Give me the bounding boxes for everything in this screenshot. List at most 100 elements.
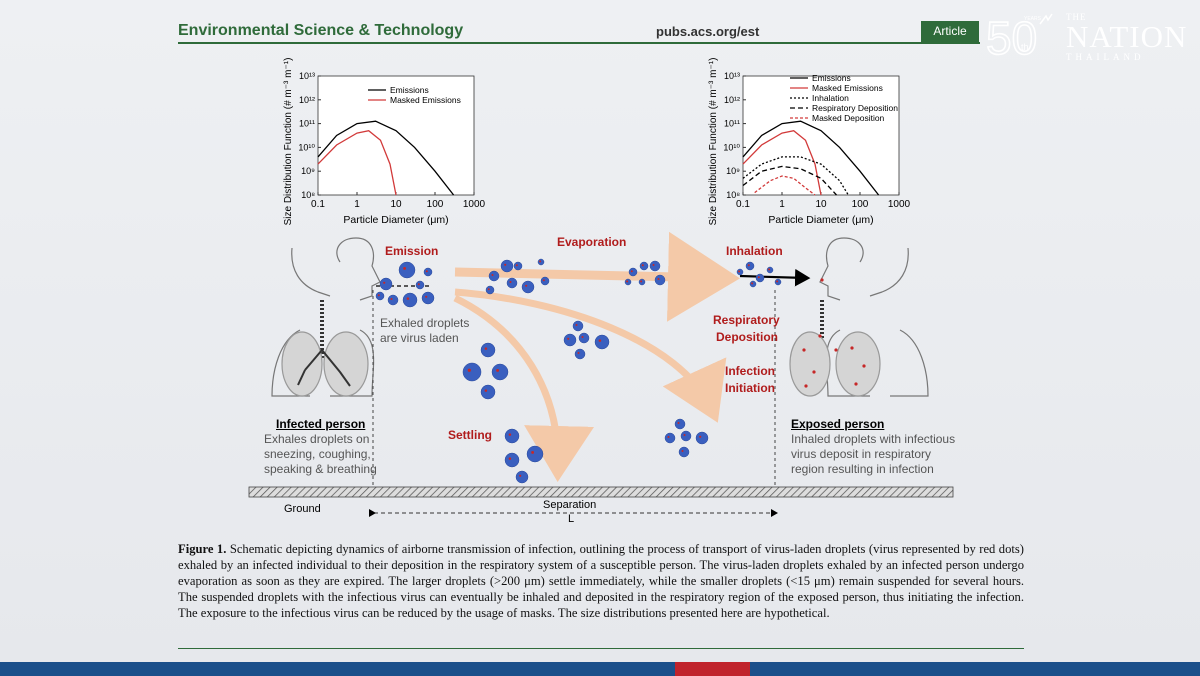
droplet-clusters: [375, 258, 782, 484]
virus-dot: [403, 266, 407, 270]
fifty-years-logo: 50 th YEARS: [985, 11, 1053, 60]
droplet: [375, 291, 385, 301]
droplet: [415, 280, 425, 290]
logo-suffix: th: [1021, 42, 1029, 52]
article-badge: Article: [921, 21, 979, 42]
virus-dot: [681, 450, 684, 452]
legend-label: Emissions: [812, 73, 851, 83]
y-tick-label: 10¹³: [724, 71, 740, 81]
virus-dot: [467, 368, 471, 372]
label-settling: Settling: [448, 428, 492, 442]
virus-dot: [683, 434, 686, 436]
infected-line-2: sneezing, coughing,: [264, 447, 371, 461]
droplet: [423, 267, 433, 277]
x-tick-label: 1: [779, 199, 785, 210]
virus-dot: [626, 280, 629, 283]
droplet: [480, 342, 496, 358]
droplet: [664, 432, 676, 444]
virus-dot: [383, 281, 386, 284]
droplet: [504, 452, 520, 468]
label-exhaled-2: are virus laden: [380, 331, 459, 345]
droplet: [680, 430, 692, 442]
droplet: [491, 363, 509, 381]
label-evaporation: Evaporation: [557, 235, 627, 249]
infected-person-figure: [271, 237, 381, 397]
figure-caption: Figure 1. Schematic depicting dynamics o…: [178, 541, 1024, 621]
virus-dot: [417, 283, 420, 286]
virus-dot: [768, 268, 771, 271]
legend-label: Inhalation: [812, 93, 849, 103]
label-infection-2: Initiation: [725, 381, 775, 395]
virus-dot: [377, 294, 380, 297]
droplet: [521, 280, 535, 294]
virus-dot: [539, 260, 542, 263]
ground-bar: [248, 486, 954, 498]
y-tick-label: 10¹²: [724, 95, 740, 105]
virus-dot: [525, 284, 528, 287]
virus-dot: [575, 324, 578, 326]
droplet: [480, 384, 496, 400]
footer-bar-blue: [0, 662, 675, 676]
caption-label: Figure 1.: [178, 542, 227, 556]
label-inhalation: Inhalation: [726, 244, 783, 258]
y-tick-label: 10¹³: [299, 71, 315, 81]
droplet: [678, 446, 690, 458]
droplet: [488, 270, 500, 282]
x-tick-label: 0.1: [736, 199, 750, 210]
droplet: [513, 261, 523, 271]
droplet: [574, 348, 586, 360]
series-line: [754, 175, 816, 196]
virus-dot: [484, 347, 488, 350]
droplet: [695, 431, 709, 445]
virus-dot: [577, 352, 580, 354]
series-line: [742, 130, 822, 196]
exposed-line-3: region resulting in infection: [791, 462, 934, 476]
separation-L: L: [568, 513, 575, 525]
virus-dot: [640, 280, 643, 283]
droplet: [766, 266, 774, 274]
brand-country: THAILAND: [1066, 52, 1145, 62]
x-tick-label: 1000: [463, 199, 486, 210]
footer-bar-blue-2: [750, 662, 1200, 676]
droplet: [649, 260, 661, 272]
legend-label: Respiratory Deposition: [812, 103, 898, 113]
x-tick-label: 100: [852, 199, 869, 210]
series-line: [317, 120, 455, 196]
exposed-line-1: Inhaled droplets with infectious: [791, 432, 956, 446]
y-tick-label: 10¹¹: [299, 119, 315, 129]
brand-logo[interactable]: THE NATION THAILAND: [1066, 12, 1187, 62]
virus-dot: [406, 297, 410, 300]
droplet: [594, 334, 610, 350]
journal-url[interactable]: pubs.acs.org/est: [656, 24, 760, 39]
label-respiratory-2: Deposition: [716, 330, 778, 344]
droplet: [387, 294, 399, 306]
virus-dot: [699, 435, 702, 438]
caption-text: Schematic depicting dynamics of airborne…: [178, 542, 1024, 620]
exposed-title: Exposed person: [791, 417, 885, 431]
virus-dot: [491, 274, 494, 276]
ground-label: Ground: [284, 503, 321, 515]
virus-dot: [751, 282, 754, 285]
suspended-arrow: [454, 288, 727, 423]
droplet: [638, 278, 646, 286]
droplet: [379, 277, 393, 291]
exposed-line-2: virus deposit in respiratory: [791, 447, 932, 461]
virus-dot: [508, 457, 512, 460]
droplet: [421, 291, 435, 305]
header-rule: [178, 42, 980, 44]
journal-title[interactable]: Environmental Science & Technology: [178, 22, 464, 39]
droplet: [639, 261, 649, 271]
y-axis-label: Size Distribution Function (# m⁻³ m⁻¹): [708, 58, 719, 226]
droplet: [755, 273, 765, 283]
label-exhaled-1: Exhaled droplets: [380, 316, 470, 330]
virus-dot: [390, 298, 393, 300]
x-axis-label: Particle Diameter (μm): [343, 214, 448, 226]
virus-dot: [630, 270, 633, 273]
x-axis-label: Particle Diameter (μm): [768, 214, 873, 226]
y-tick-label: 10¹⁰: [723, 142, 740, 152]
series-line: [742, 165, 837, 196]
